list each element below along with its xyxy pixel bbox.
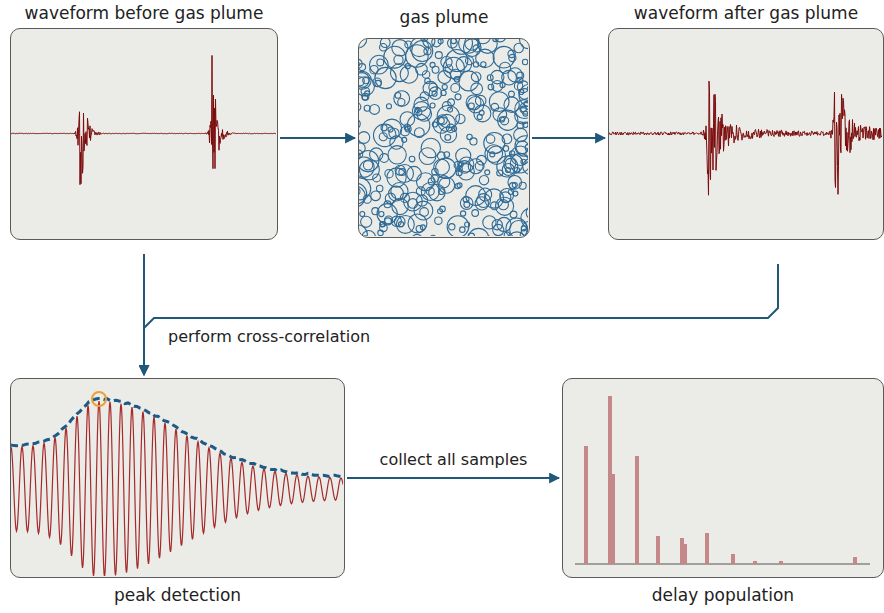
flow-arrow [144,264,778,375]
seismic-trace [11,55,276,184]
illustration [609,29,882,238]
flow-arrow [532,137,605,139]
panel-frame [10,28,278,240]
bubble-field [359,39,528,236]
edge-label: collect all samples [380,450,528,470]
illustration [563,379,882,576]
seismic-trace [609,81,882,195]
peak-marker [92,392,106,406]
edge-label: perform cross-correlation [168,327,370,347]
illustration [359,39,528,236]
illustration [11,29,276,238]
panel-frame [562,378,884,578]
illustration [11,379,343,576]
panel-title: peak detection [0,584,375,606]
panel-title: delay population [532,584,884,606]
panel-title: gas plume [328,6,560,28]
flow-arrow [347,477,559,479]
panel-node: gas plume [358,6,530,238]
histogram-bars [584,396,857,564]
envelope-line [11,399,341,477]
panel-frame [608,28,884,240]
flow-arrow [280,137,355,139]
axis-line [575,564,870,565]
panel-node: waveform after gas plume [608,2,884,240]
panel-node: delay population [562,378,884,606]
panel-node: peak detection [10,378,345,606]
panel-title: waveform before gas plume [0,2,308,24]
panel-title: waveform after gas plume [578,2,884,24]
panel-node: waveform before gas plume [10,2,278,240]
panel-frame [358,38,530,238]
panel-frame [10,378,345,578]
